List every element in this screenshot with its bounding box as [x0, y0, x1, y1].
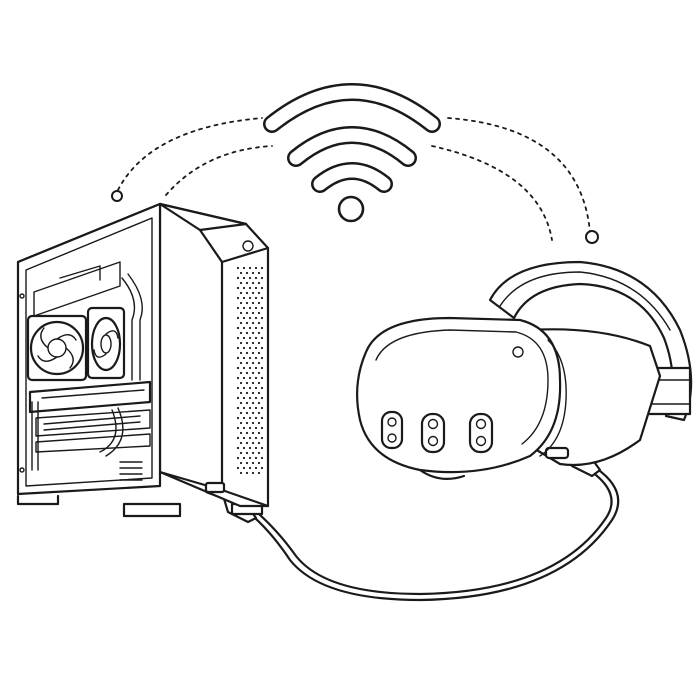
link-endpoint-dot-icon [585, 230, 599, 244]
link-endpoint-dot-icon [111, 190, 123, 202]
sensor-cluster-right-icon [468, 412, 494, 454]
proximity-sensor-icon [512, 346, 524, 358]
front-usb-port-icon [204, 481, 226, 494]
sensor-cluster-center-icon [420, 412, 446, 454]
vr-headset-icon [356, 260, 693, 481]
sensor-cluster-left-icon [380, 410, 404, 450]
wireless-link-right [431, 117, 599, 244]
front-mesh-vent: (function(){ var g = document.currentScr… [236, 266, 264, 475]
wireless-link-left [111, 117, 273, 202]
desktop-pc-icon: (function(){ var g = document.currentScr… [16, 202, 270, 518]
case-fan-2-icon [86, 306, 126, 380]
power-button-icon [242, 240, 254, 252]
wifi-dot-icon [337, 195, 365, 223]
headset-usb-port-icon [544, 446, 570, 460]
case-fan-1-icon [26, 314, 88, 382]
wifi-icon [263, 83, 441, 223]
